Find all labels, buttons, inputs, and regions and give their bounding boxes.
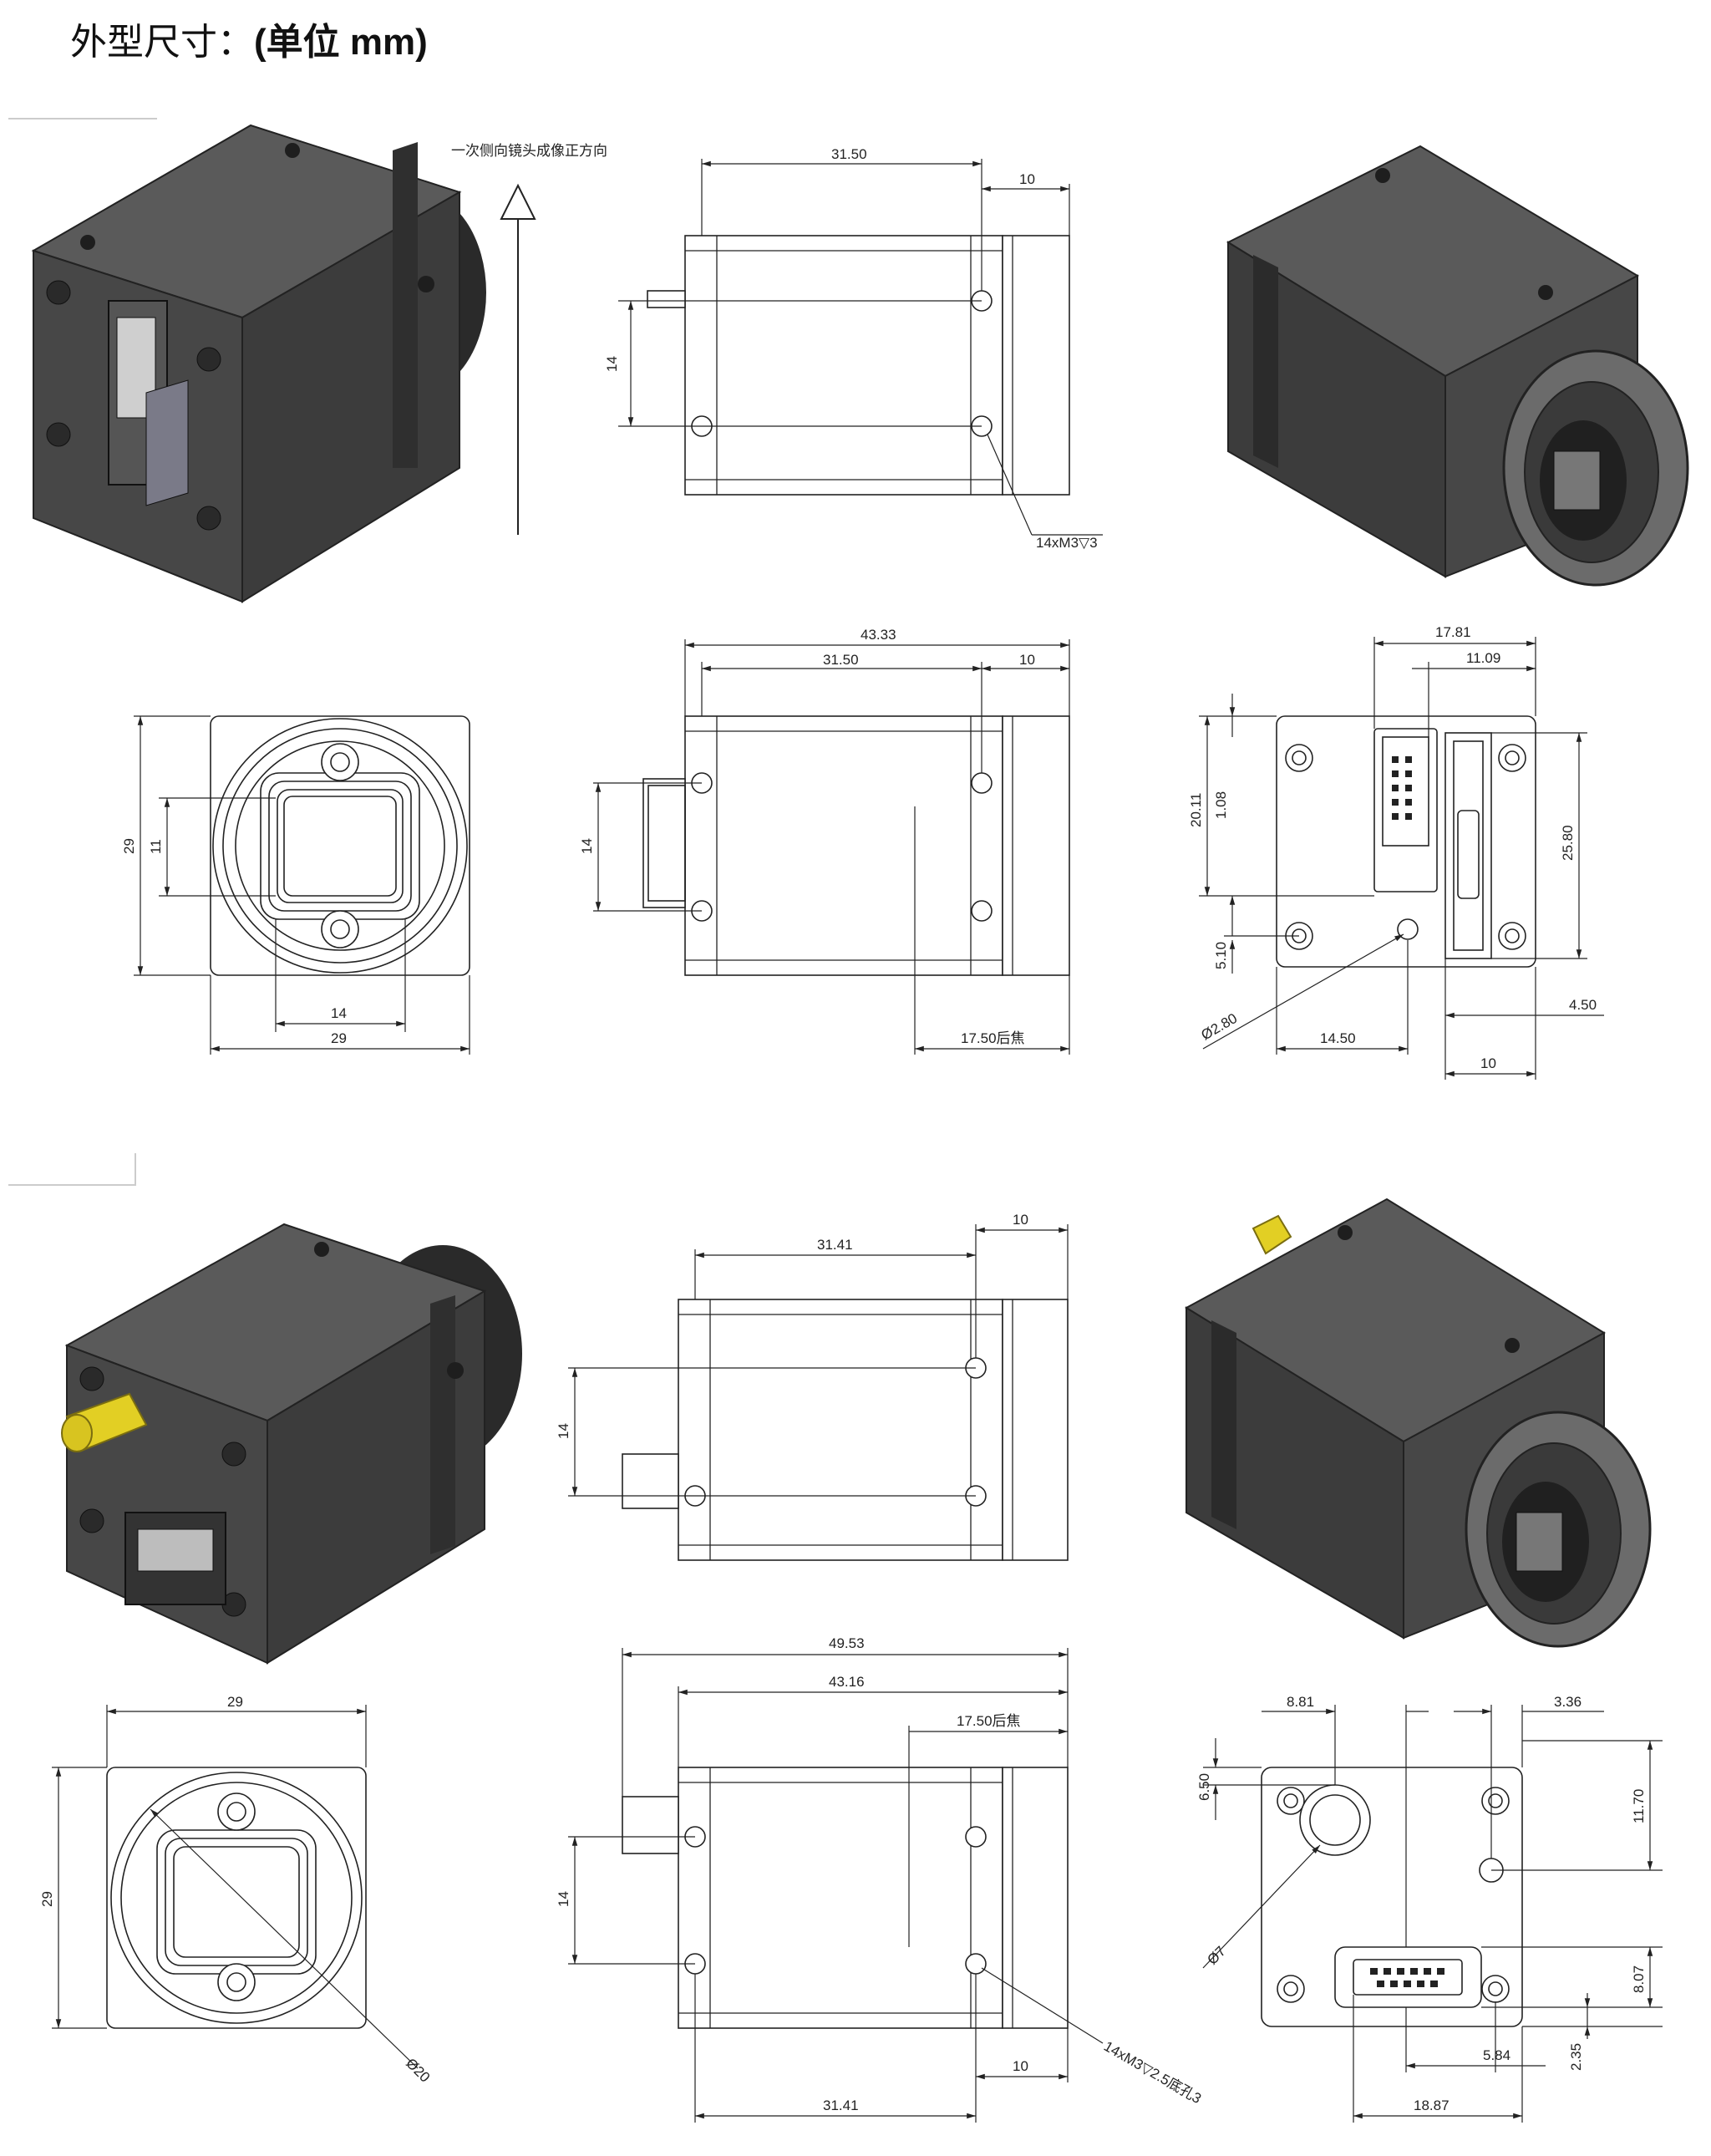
dim-u-rear-hole: Ø2.80	[1199, 1010, 1241, 1044]
dim-u-side2-pitch: 14	[579, 838, 595, 854]
dim-l-side2-length: 31.41	[823, 2098, 859, 2113]
dim-l-rear-h1: 6.50	[1196, 1773, 1212, 1801]
dim-l-front-height: 29	[39, 1891, 55, 1907]
dim-u-side-top-pitch: 14	[604, 356, 620, 372]
dim-l-side2-mid: 43.16	[829, 1674, 865, 1690]
dim-u-rear-x3: 10	[1480, 1055, 1496, 1071]
dim-l-rear-h2: 11.70	[1631, 1789, 1647, 1823]
title-prefix: 外型尺寸：	[70, 21, 254, 64]
side-view-lower-1	[568, 1224, 1069, 1561]
dim-u-front-bottom-inner: 14	[331, 1005, 347, 1021]
dim-u-side-top-front: 10	[1019, 171, 1035, 187]
label-back-focus-1: 17.50后焦	[961, 1030, 1025, 1046]
camera-iso-rear-view	[31, 124, 486, 603]
label-mount-holes-2: 14xM3▽2.5底孔3	[1101, 2038, 1204, 2107]
camera-iso-rear-view-2	[61, 1223, 522, 1665]
dim-u-front-width: 29	[331, 1030, 347, 1046]
dim-l-rear-dia: Ø7	[1204, 1943, 1228, 1967]
dim-u-rear-h2: 1.08	[1213, 791, 1229, 819]
dim-l-side-front: 10	[1013, 1212, 1028, 1228]
dim-l-side2-pitch: 14	[556, 1891, 571, 1907]
dim-u-rear-x1: 14.50	[1320, 1030, 1356, 1046]
dim-u-rear-x2: 4.50	[1569, 997, 1597, 1013]
side-view-upper-1	[618, 159, 1103, 536]
dim-u-side2-front: 10	[1019, 652, 1035, 668]
dim-u-rear-h3: 25.80	[1560, 825, 1576, 861]
label-back-focus-2: 17.50后焦	[957, 1713, 1021, 1729]
dim-u-front-inner: 11	[148, 839, 164, 854]
dim-l-rear-w1: 8.81	[1287, 1694, 1314, 1710]
rear-view-lower	[1202, 1705, 1663, 2123]
camera-iso-front-view	[1226, 145, 1689, 587]
dim-l-rear-h4: 2.35	[1568, 2043, 1584, 2071]
dim-l-rear-w2: 3.36	[1554, 1694, 1582, 1710]
dim-l-front-dia: Ø20	[403, 2055, 433, 2085]
dim-u-side2-length: 31.50	[823, 652, 859, 668]
dim-l-rear-x1: 5.84	[1483, 2047, 1510, 2063]
dim-l-rear-h3: 8.07	[1631, 1965, 1647, 1993]
camera-iso-front-view-2	[1185, 1197, 1652, 1648]
dim-l-front-width: 29	[227, 1694, 243, 1710]
side-view-upper-2	[593, 639, 1070, 1055]
orientation-note: 一次侧向镜头成像正方向	[451, 143, 607, 159]
dim-l-rear-x2: 18.87	[1414, 2098, 1450, 2113]
title-unit: (单位 mm)	[254, 22, 428, 63]
dim-u-rear-h4: 5.10	[1213, 942, 1229, 969]
dim-l-side2-front: 10	[1013, 2058, 1028, 2074]
orientation-arrow	[500, 183, 536, 535]
dim-l-side2-total: 49.53	[829, 1635, 865, 1651]
dim-l-side-length: 31.41	[817, 1237, 853, 1253]
front-view-upper	[134, 715, 470, 1055]
section-divider-lower	[8, 1153, 136, 1186]
dim-l-side-pitch: 14	[556, 1423, 571, 1439]
dim-u-rear-w2: 11.09	[1466, 650, 1500, 666]
dim-u-front-height: 29	[121, 838, 137, 854]
dim-u-side2-total: 43.33	[861, 627, 896, 643]
dim-u-side-top-length: 31.50	[831, 146, 867, 162]
rear-view-upper	[1199, 637, 1604, 1080]
label-mount-holes-1: 14xM3▽3	[1036, 535, 1098, 551]
front-view-lower	[52, 1705, 419, 2069]
side-view-lower-2	[568, 1648, 1104, 2123]
dim-u-rear-w1: 17.81	[1435, 624, 1471, 640]
page-title: 外型尺寸：(单位 mm)	[70, 12, 428, 65]
dim-u-rear-h1: 20.11	[1188, 793, 1204, 827]
